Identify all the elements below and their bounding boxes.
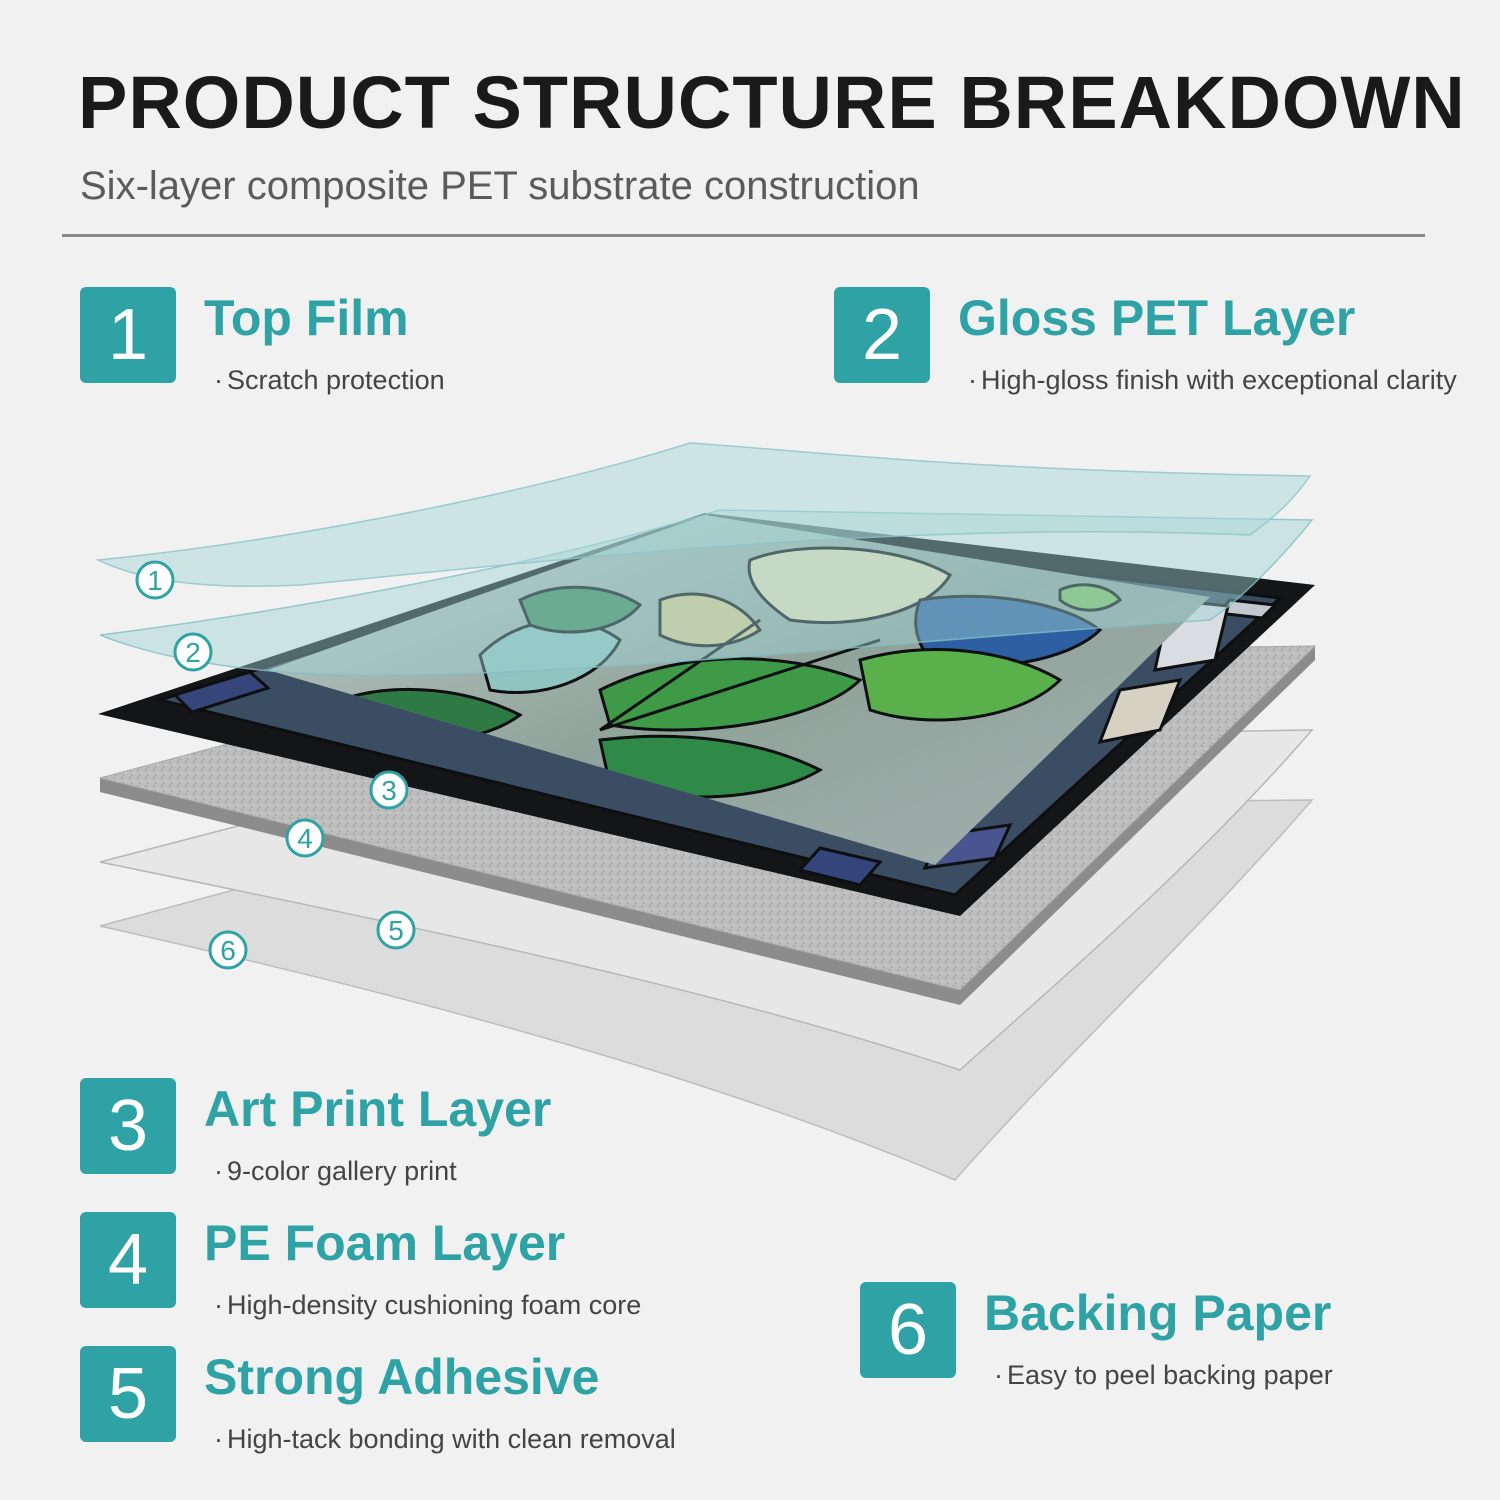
layer-number-badge: 4 bbox=[80, 1212, 176, 1308]
layer-name: Top Film bbox=[204, 290, 409, 346]
art-print-flower bbox=[338, 546, 1123, 799]
layer-description: 9-color gallery print bbox=[204, 1158, 551, 1185]
marker-label: 4 bbox=[297, 823, 313, 854]
marker-label: 3 bbox=[381, 775, 397, 806]
layer-description: High-density cushioning foam core bbox=[204, 1292, 641, 1319]
layer-callout-6: 6 Backing Paper Easy to peel backing pap… bbox=[860, 1282, 1333, 1389]
layer-info: Top Film Scratch protection bbox=[204, 287, 445, 394]
layer-number-badge: 1 bbox=[80, 287, 176, 383]
gloss-pet-sheet bbox=[99, 509, 1314, 677]
layer-name: Art Print Layer bbox=[204, 1081, 552, 1137]
layer-callout-4: 4 PE Foam Layer High-density cushioning … bbox=[80, 1212, 641, 1319]
layer-description: High-tack bonding with clean removal bbox=[204, 1426, 676, 1453]
layer-name: Strong Adhesive bbox=[204, 1349, 600, 1405]
layer-marker-3: 3 bbox=[369, 770, 409, 810]
layer-marker-4: 4 bbox=[285, 818, 325, 858]
marker-label: 6 bbox=[220, 935, 236, 966]
layer-number-badge: 3 bbox=[80, 1078, 176, 1174]
layer-marker-1: 1 bbox=[135, 560, 175, 600]
layer-marker-6: 6 bbox=[208, 930, 248, 970]
layer-name: Backing Paper bbox=[984, 1285, 1332, 1341]
header-divider bbox=[62, 234, 1425, 237]
marker-label: 2 bbox=[185, 637, 201, 668]
layer-callout-2: 2 Gloss PET Layer High-gloss finish with… bbox=[834, 287, 1457, 394]
top-film-sheet bbox=[95, 442, 1312, 587]
layer-name: Gloss PET Layer bbox=[958, 290, 1356, 346]
layer-number-badge: 2 bbox=[834, 287, 930, 383]
marker-label: 1 bbox=[147, 565, 163, 596]
layer-description: Easy to peel backing paper bbox=[984, 1362, 1333, 1389]
page-title: PRODUCT STRUCTURE BREAKDOWN bbox=[78, 61, 1466, 144]
layer-description: High-gloss finish with exceptional clari… bbox=[958, 367, 1457, 394]
layer-info: Strong Adhesive High-tack bonding with c… bbox=[204, 1346, 676, 1453]
page-subtitle: Six-layer composite PET substrate constr… bbox=[80, 164, 920, 208]
marker-label: 5 bbox=[388, 915, 404, 946]
layer-marker-5: 5 bbox=[376, 910, 416, 950]
layer-info: PE Foam Layer High-density cushioning fo… bbox=[204, 1212, 641, 1319]
layer-number-badge: 6 bbox=[860, 1282, 956, 1378]
layer-marker-2: 2 bbox=[173, 632, 213, 672]
layer-info: Backing Paper Easy to peel backing paper bbox=[984, 1282, 1333, 1389]
layer-callout-5: 5 Strong Adhesive High-tack bonding with… bbox=[80, 1346, 676, 1453]
layer-description: Scratch protection bbox=[204, 367, 445, 394]
layer-info: Art Print Layer 9-color gallery print bbox=[204, 1078, 551, 1185]
layer-number-badge: 5 bbox=[80, 1346, 176, 1442]
layer-name: PE Foam Layer bbox=[204, 1215, 566, 1271]
layer-callout-1: 1 Top Film Scratch protection bbox=[80, 287, 445, 394]
layer-info: Gloss PET Layer High-gloss finish with e… bbox=[958, 287, 1457, 394]
foam-core-edge bbox=[100, 646, 1315, 1005]
layer-callout-3: 3 Art Print Layer 9-color gallery print bbox=[80, 1078, 551, 1185]
